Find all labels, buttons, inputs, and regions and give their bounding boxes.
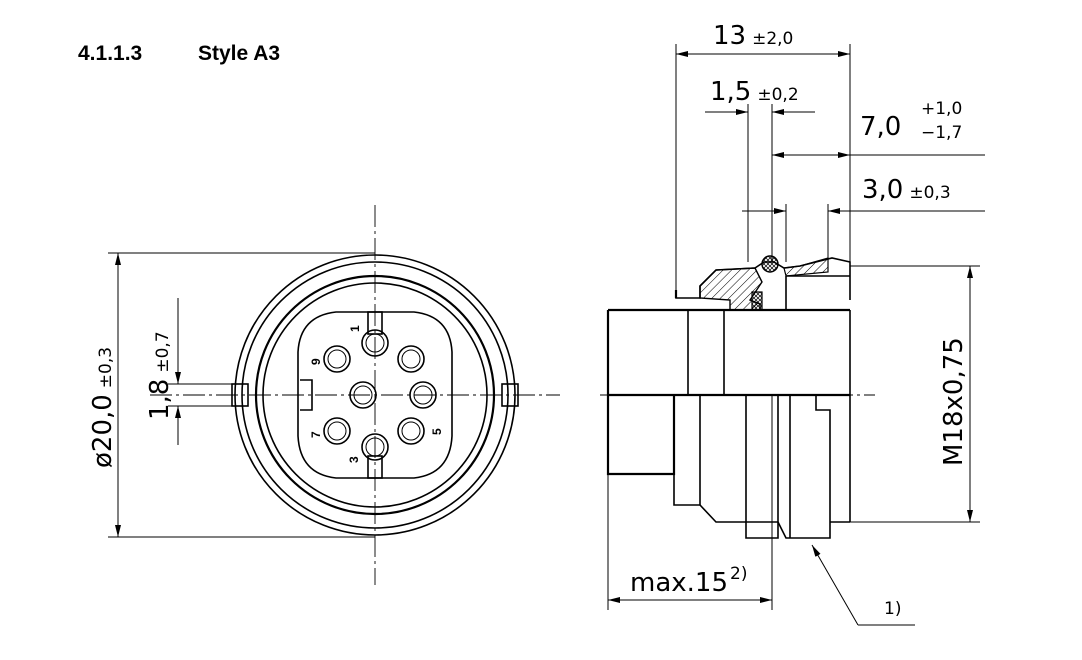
pin-lower-right — [397, 417, 425, 445]
key-width-dimension: 1,8±0,7 — [145, 298, 232, 445]
pin-label-7: 7 — [309, 431, 323, 438]
note-label: 1) — [884, 599, 901, 619]
length-total-dimension: 13±2,0 — [675, 21, 851, 290]
key-width-label: 1,8±0,7 — [145, 331, 175, 420]
pin-center — [349, 381, 377, 409]
side-view — [600, 255, 875, 539]
pin-1 — [361, 311, 389, 357]
hatched-section — [699, 267, 763, 311]
section-heading: 4.1.1.3 Style A3 — [78, 42, 280, 66]
pin-carrier — [297, 311, 453, 479]
note-leader: 1) — [811, 544, 915, 626]
outer-ring — [234, 254, 516, 536]
thread-label: M18x0,75 — [939, 337, 969, 466]
pin-lower-left — [323, 417, 351, 445]
right-key — [501, 383, 519, 407]
rear-body — [606, 310, 676, 476]
thread-length-dimension: 7,0 +1,0 −1,7 — [772, 99, 985, 158]
pin-upper-left — [323, 345, 351, 373]
section-number: 4.1.1.3 — [78, 42, 143, 65]
groove-dimension: 3,0±0,3 — [742, 175, 985, 262]
length-total-label: 13±2,0 — [713, 21, 793, 51]
pin-label-9: 9 — [309, 358, 323, 365]
pin-right — [409, 381, 437, 409]
pin-label-1: 1 — [348, 325, 362, 332]
diameter-label: ø20,0±0,3 — [88, 347, 118, 468]
thread-length-value: 7,0 — [860, 112, 901, 142]
o-ring — [761, 255, 779, 273]
diameter-dimension: ø20,0±0,3 — [88, 252, 375, 538]
pin-label-3: 3 — [347, 456, 361, 463]
front-view: 1 9 7 3 5 — [150, 205, 560, 585]
thread-length-tol-minus: −1,7 — [921, 123, 962, 143]
pin-label-5: 5 — [430, 428, 444, 435]
pin-upper-right — [397, 345, 425, 373]
gasket — [751, 291, 763, 311]
thread-length-tol-plus: +1,0 — [921, 99, 962, 119]
coding-notch — [300, 379, 313, 411]
pin-3 — [361, 433, 389, 479]
contact-pins — [323, 311, 437, 479]
thread-dimension: M18x0,75 — [850, 265, 980, 523]
section-title: Style A3 — [198, 42, 281, 65]
left-key — [231, 383, 249, 407]
mid-ring — [254, 274, 496, 516]
groove-label: 3,0±0,3 — [862, 175, 951, 205]
flange-dimension: 1,5±0,2 — [705, 77, 815, 262]
flange-label: 1,5±0,2 — [710, 77, 799, 107]
